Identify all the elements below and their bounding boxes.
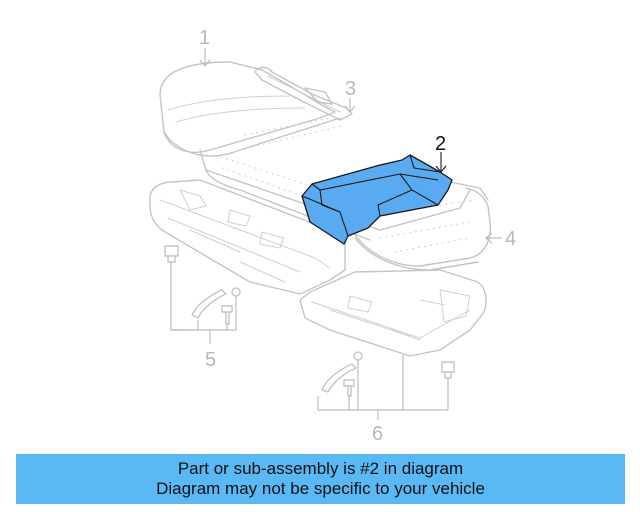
callout-1: 1 [199, 27, 210, 49]
info-banner: Part or sub-assembly is #2 in diagram Di… [16, 454, 625, 504]
callout-3: 3 [345, 78, 356, 100]
seat-frame-right [299, 269, 487, 357]
callout-2: 2 [435, 133, 446, 155]
seat-cushion-part-1 [159, 61, 471, 241]
callout-4: 4 [505, 228, 516, 250]
callout-6: 6 [372, 423, 383, 445]
seat-frame-left [149, 179, 346, 295]
leader-arrow-1 [199, 59, 211, 67]
trim-strip-part-3 [254, 66, 353, 121]
highlighted-part-2 [301, 154, 453, 245]
leader-arrow-4 [485, 232, 493, 244]
banner-line-disclaimer: Diagram may not be specific to your vehi… [156, 479, 485, 498]
leader-arrow-3 [344, 105, 356, 113]
callout-5: 5 [205, 349, 216, 371]
hardware-part-5 [164, 245, 241, 344]
leader-arrow-2 [435, 165, 447, 173]
hardware-part-6 [317, 351, 455, 420]
banner-line-part-number: Part or sub-assembly is #2 in diagram [177, 459, 464, 478]
